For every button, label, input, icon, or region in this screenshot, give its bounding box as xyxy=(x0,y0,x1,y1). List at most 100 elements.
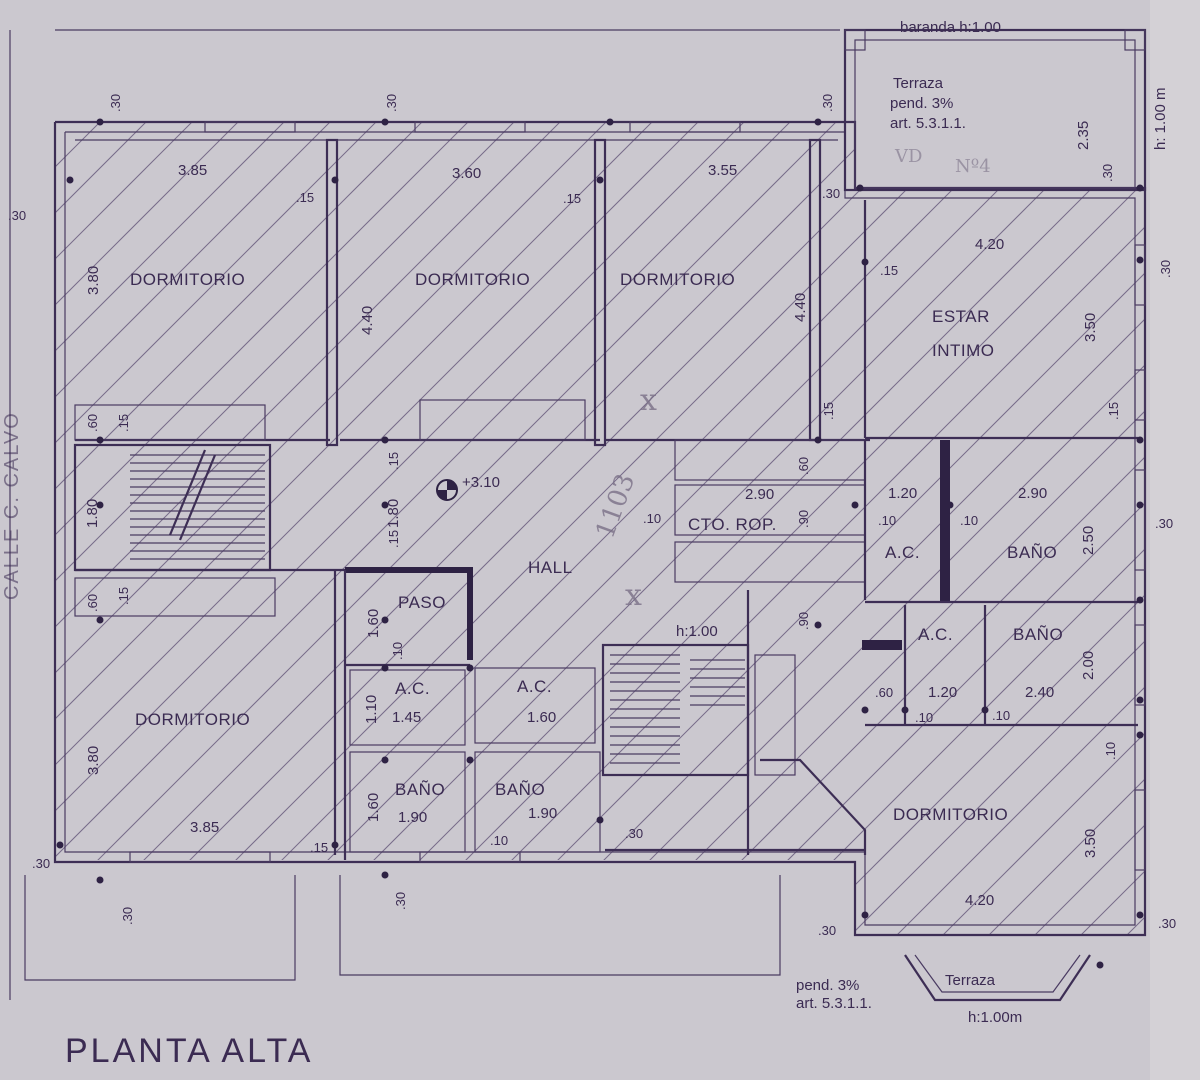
dimension-point xyxy=(851,501,859,509)
hatch-line xyxy=(95,122,997,935)
dim-1-45: 1.45 xyxy=(392,709,421,726)
dim-030-h: .30 xyxy=(1155,516,1173,531)
dimension-point xyxy=(331,841,339,849)
room-label-ac-3: A.C. xyxy=(885,543,920,562)
terraza-top-outline xyxy=(843,28,1147,192)
dimension-point xyxy=(66,176,74,184)
dim-1-90-a: 1.90 xyxy=(398,809,427,826)
dimension-points xyxy=(56,118,1144,969)
dimension-point xyxy=(901,706,909,714)
dim-3-80-top: 3.80 xyxy=(85,266,102,295)
dimension-point xyxy=(856,184,864,192)
dimension-point xyxy=(381,756,389,764)
room-label-intimo: INTIMO xyxy=(932,341,995,360)
dimension-point xyxy=(466,756,474,764)
hatch-line xyxy=(923,122,1145,935)
dim-4-40-a: 4.40 xyxy=(359,306,376,335)
hatch-line xyxy=(55,122,951,935)
dim-015-g: .15 xyxy=(116,587,131,605)
dimension-point xyxy=(381,616,389,624)
room-label-dormitorio-3: DORMITORIO xyxy=(620,270,735,289)
room-label-dormitorio-1: DORMITORIO xyxy=(130,270,245,289)
hatch-line xyxy=(233,122,1135,935)
hatch-line xyxy=(279,122,1145,935)
dim-3-80-bottom: 3.80 xyxy=(85,746,102,775)
hatch-line xyxy=(55,122,813,935)
dim-4-20-top: 4.20 xyxy=(975,236,1004,253)
pencil-note-vd: VD xyxy=(894,146,922,167)
room-label-dormitorio-5: DORMITORIO xyxy=(893,805,1008,824)
hatch-line xyxy=(55,122,399,935)
stair-height-label: h:1.00 xyxy=(676,623,718,640)
dimension-point xyxy=(1136,501,1144,509)
dim-030-k: .30 xyxy=(393,892,408,910)
dim-060-d: .60 xyxy=(875,685,893,700)
dimension-point xyxy=(596,816,604,824)
dimension-point xyxy=(861,706,869,714)
dim-015-h: .15 xyxy=(821,402,836,420)
dim-2-90-closet: 2.90 xyxy=(745,486,774,503)
dim-030-e: .30 xyxy=(822,186,840,201)
terraza-bottom-outline xyxy=(904,954,1091,1002)
dimension-point xyxy=(1096,961,1104,969)
room-label-bano-4: BAÑO xyxy=(1013,625,1063,644)
room-label-paso: PASO xyxy=(398,593,446,612)
terraza-bottom-height: h:1.00m xyxy=(968,1009,1022,1026)
dim-4-40-b: 4.40 xyxy=(792,293,809,322)
hatch-line xyxy=(785,122,1145,935)
dim-1-60-paso: 1.60 xyxy=(365,609,382,638)
staircases xyxy=(130,454,745,764)
dim-030-g: .30 xyxy=(1158,260,1173,278)
dim-030-j: .30 xyxy=(120,907,135,925)
dim-2-40: 2.40 xyxy=(1025,684,1054,701)
dim-015-e: .15 xyxy=(386,452,401,470)
dim-010-c: .10 xyxy=(960,513,978,528)
dimension-point xyxy=(96,118,104,126)
windows xyxy=(129,121,1146,871)
dimension-point xyxy=(96,616,104,624)
hatch-line xyxy=(55,122,353,935)
dimension-point xyxy=(466,664,474,672)
hatch-line xyxy=(739,122,1145,935)
dimension-point xyxy=(814,621,822,629)
hatch-line xyxy=(55,122,445,935)
terraza-top-height: h: 1.00 m xyxy=(1152,87,1169,150)
dimension-point xyxy=(331,176,339,184)
hatch-line xyxy=(969,122,1145,935)
dim-3-50-bottom: 3.50 xyxy=(1082,829,1099,858)
dim-030-d: .30 xyxy=(8,208,26,223)
dim-030-a: .30 xyxy=(108,94,123,112)
dimension-point xyxy=(1136,184,1144,192)
dimension-point xyxy=(96,436,104,444)
dim-060-a: .60 xyxy=(85,414,100,432)
dim-030-c: .30 xyxy=(820,94,835,112)
terraza-top-art: art. 5.3.1.1. xyxy=(890,115,966,132)
dim-1-80-hall: 1.80 xyxy=(385,499,402,528)
hatch-line xyxy=(831,122,1145,935)
pencil-note-n4: Nº4 xyxy=(955,156,991,177)
hatch-line xyxy=(141,122,1043,935)
interior-walls xyxy=(73,138,1138,860)
dim-030-n: .30 xyxy=(1158,916,1176,931)
dim-090-a: .90 xyxy=(796,510,811,528)
dimension-point xyxy=(596,176,604,184)
terraza-bottom-art: art. 5.3.1.1. xyxy=(796,995,872,1012)
hatch-line xyxy=(877,122,1145,935)
dimension-point xyxy=(381,436,389,444)
hatch-line xyxy=(325,122,1145,935)
dim-010-g: .10 xyxy=(490,833,508,848)
dim-1-90-b: 1.90 xyxy=(528,805,557,822)
room-label-ac-1: A.C. xyxy=(395,679,430,698)
dimension-point xyxy=(1136,911,1144,919)
hatch-line xyxy=(371,122,1145,935)
dim-1-20-ac: 1.20 xyxy=(888,485,917,502)
dim-030-m: .30 xyxy=(818,923,836,938)
dim-030-f: .30 xyxy=(1100,164,1115,182)
pencil-note-x1: x xyxy=(640,383,657,418)
dim-2-50: 2.50 xyxy=(1080,526,1097,555)
level-label: +3.10 xyxy=(462,474,500,491)
room-label-dormitorio-2: DORMITORIO xyxy=(415,270,530,289)
dimension-point xyxy=(381,664,389,672)
dimension-point xyxy=(1136,696,1144,704)
